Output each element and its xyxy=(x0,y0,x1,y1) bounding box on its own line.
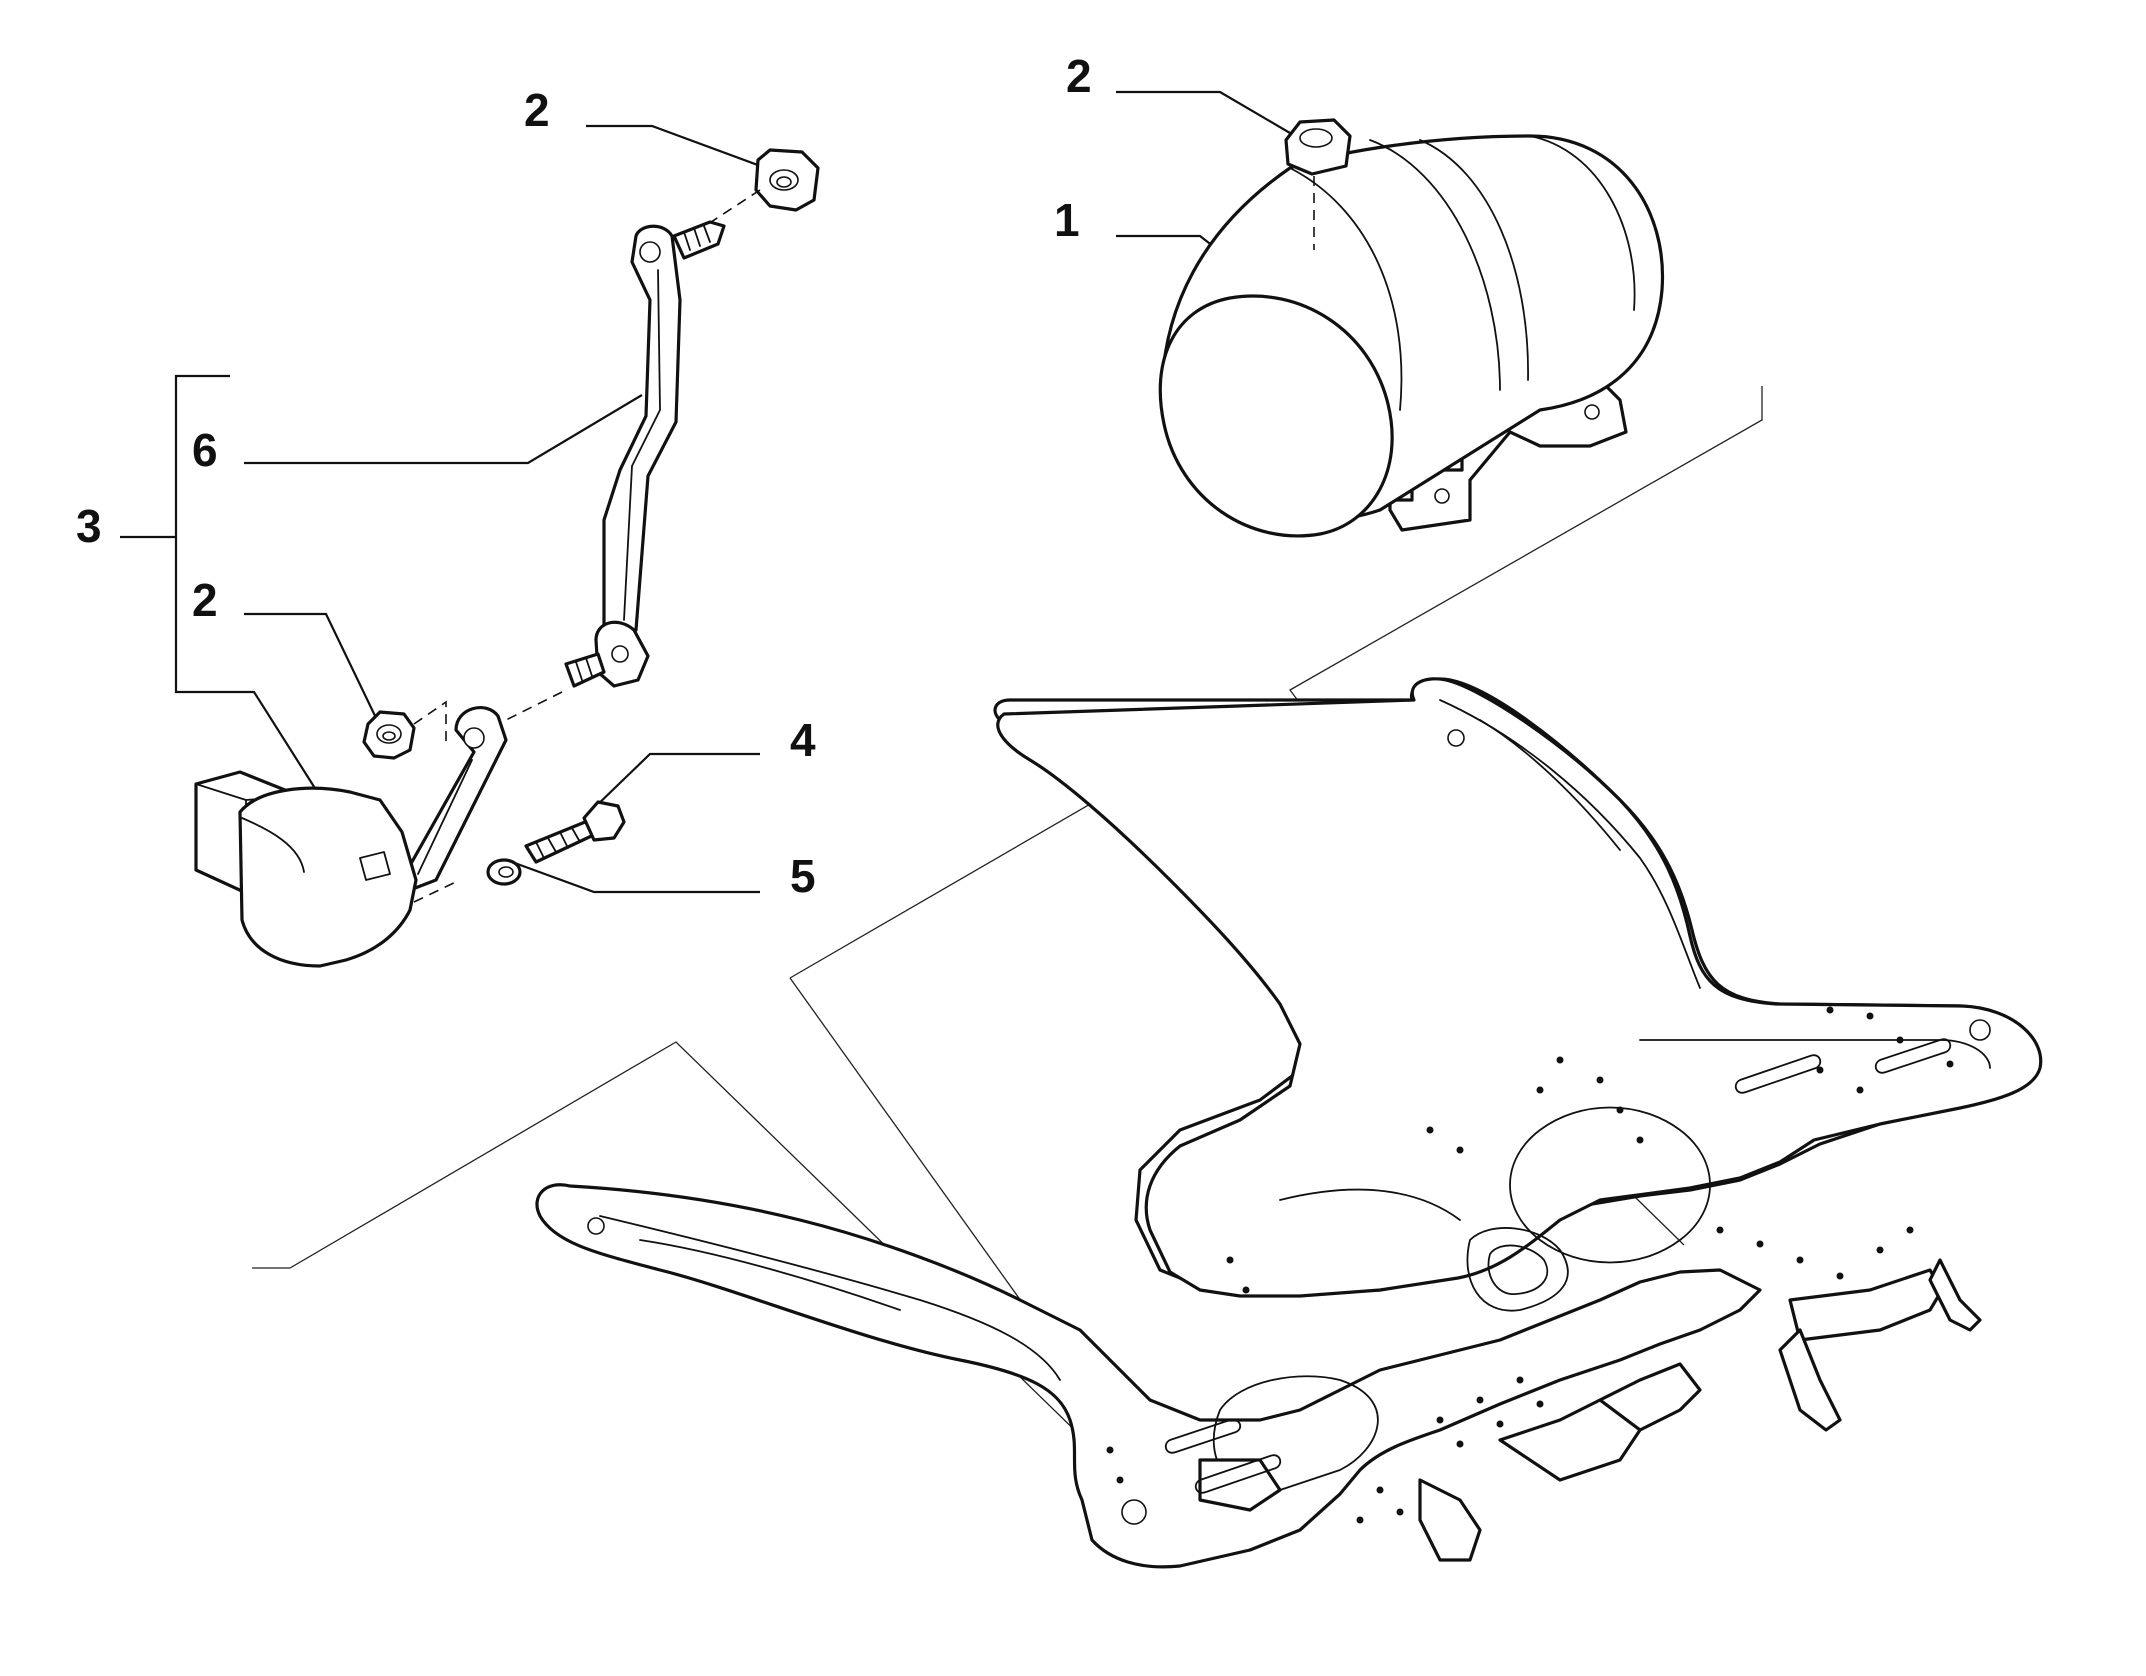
callout-2-tank-nut: 2 xyxy=(1066,50,1092,102)
callout-2-link-nut: 2 xyxy=(524,84,550,136)
callout-4-bolt: 4 xyxy=(790,714,816,766)
height-sensor xyxy=(194,700,626,968)
subframe-outline xyxy=(535,677,2043,1569)
air-tank xyxy=(1158,118,1665,538)
callout-3-sensor-assembly: 3 xyxy=(76,500,102,552)
link-rod-assembly xyxy=(505,148,820,721)
callout-2-sensor-nut: 2 xyxy=(192,574,218,626)
callout-6-link-rod: 6 xyxy=(192,424,218,476)
subframe-rivet-holes xyxy=(1106,1006,1954,1524)
leader-lines xyxy=(120,90,1291,894)
callout-1-air-tank: 1 xyxy=(1054,194,1080,246)
callout-5-washer: 5 xyxy=(790,850,816,902)
